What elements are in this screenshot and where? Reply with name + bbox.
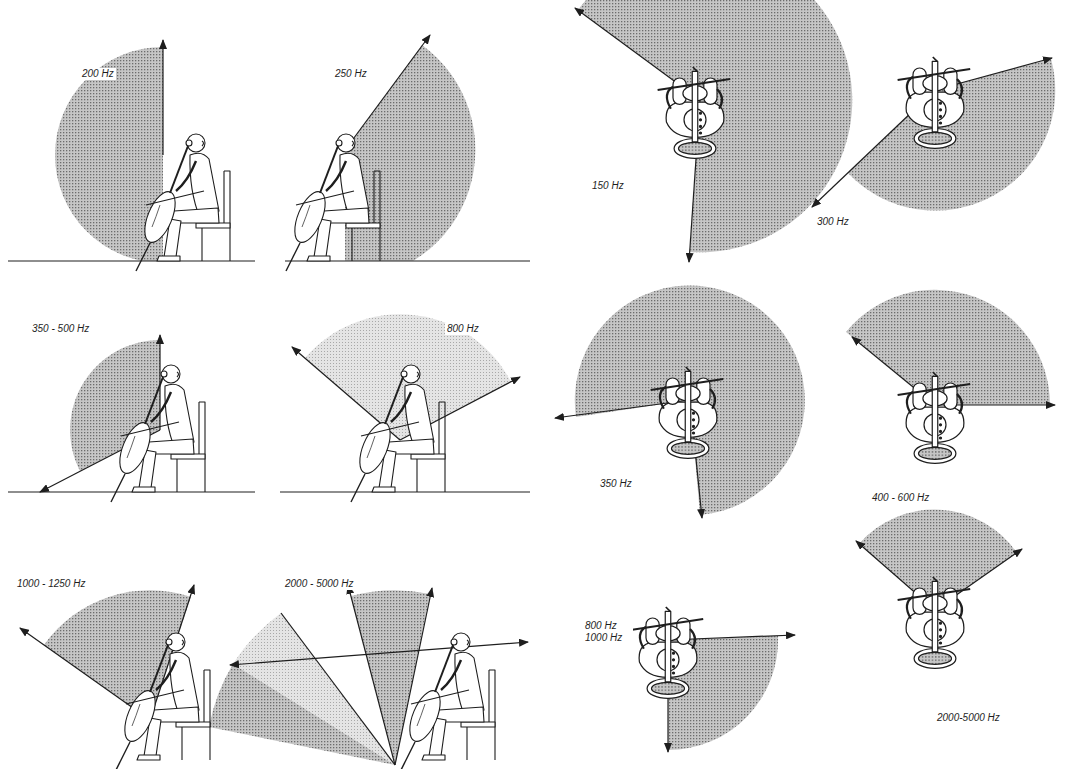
- cellist-side: [351, 365, 445, 502]
- frequency-label: 250 Hz: [333, 68, 369, 80]
- frequency-label: 800 Hz: [445, 323, 481, 335]
- cellist-side: [286, 134, 380, 271]
- frequency-label: 800 Hz 1000 Hz: [583, 620, 633, 644]
- cellist-top: [898, 372, 971, 463]
- frequency-label: 2000 - 5000 Hz: [283, 578, 355, 590]
- frequency-label: 400 - 600 Hz: [870, 492, 931, 504]
- frequency-label: 300 Hz: [815, 216, 851, 228]
- sector-150: [578, 0, 852, 252]
- frequency-label: 200 Hz: [80, 68, 116, 80]
- sector-2000-5000-c: [209, 664, 395, 765]
- frequency-label: 2000-5000 Hz: [935, 712, 1002, 724]
- cellist-top: [658, 67, 731, 158]
- cellist-top: [898, 57, 971, 148]
- cellist-side-views: [111, 134, 495, 769]
- frequency-label: 150 Hz: [590, 180, 626, 192]
- frequency-label: 350 - 500 Hz: [30, 323, 91, 335]
- cellist-top-views: [631, 57, 971, 698]
- cellist-side: [111, 365, 205, 502]
- sector-350: [575, 285, 805, 515]
- frequency-label: 1000 - 1250 Hz: [15, 578, 87, 590]
- frequency-label: 350 Hz: [598, 478, 634, 490]
- cellist-side: [401, 633, 495, 769]
- cellist-top: [651, 367, 724, 458]
- cellist-top: [631, 607, 704, 698]
- cellist-side: [116, 633, 210, 769]
- cellist-top: [898, 577, 971, 668]
- cellist-side: [136, 134, 230, 271]
- sector-1000-1250: [44, 590, 191, 720]
- radiation-sectors: [44, 0, 1055, 765]
- floor-lines: [8, 261, 530, 492]
